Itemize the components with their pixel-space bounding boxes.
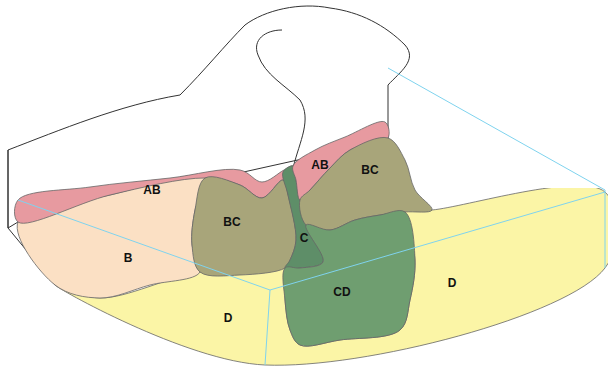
region-fill: [283, 211, 415, 347]
region-label: BC: [361, 164, 378, 176]
map-region: CD: [281, 208, 419, 349]
block-edge: [265, 290, 270, 365]
region-label: AB: [143, 184, 160, 196]
map-region: BC: [188, 174, 300, 279]
region-label: D: [224, 312, 233, 324]
region-label: B: [124, 252, 133, 264]
block-edge: [605, 190, 606, 268]
region-fill: [299, 137, 432, 230]
block-edge: [18, 192, 605, 290]
region-label: CD: [333, 286, 350, 298]
region-shape: [281, 208, 419, 349]
region-label: D: [448, 277, 457, 289]
region-fill: [192, 177, 296, 276]
block-edge: [388, 68, 605, 190]
region-shape: [188, 174, 300, 279]
region-label: C: [300, 232, 309, 244]
crater-line: [257, 30, 306, 168]
region-label: BC: [223, 216, 240, 228]
region-label: AB: [311, 159, 328, 171]
